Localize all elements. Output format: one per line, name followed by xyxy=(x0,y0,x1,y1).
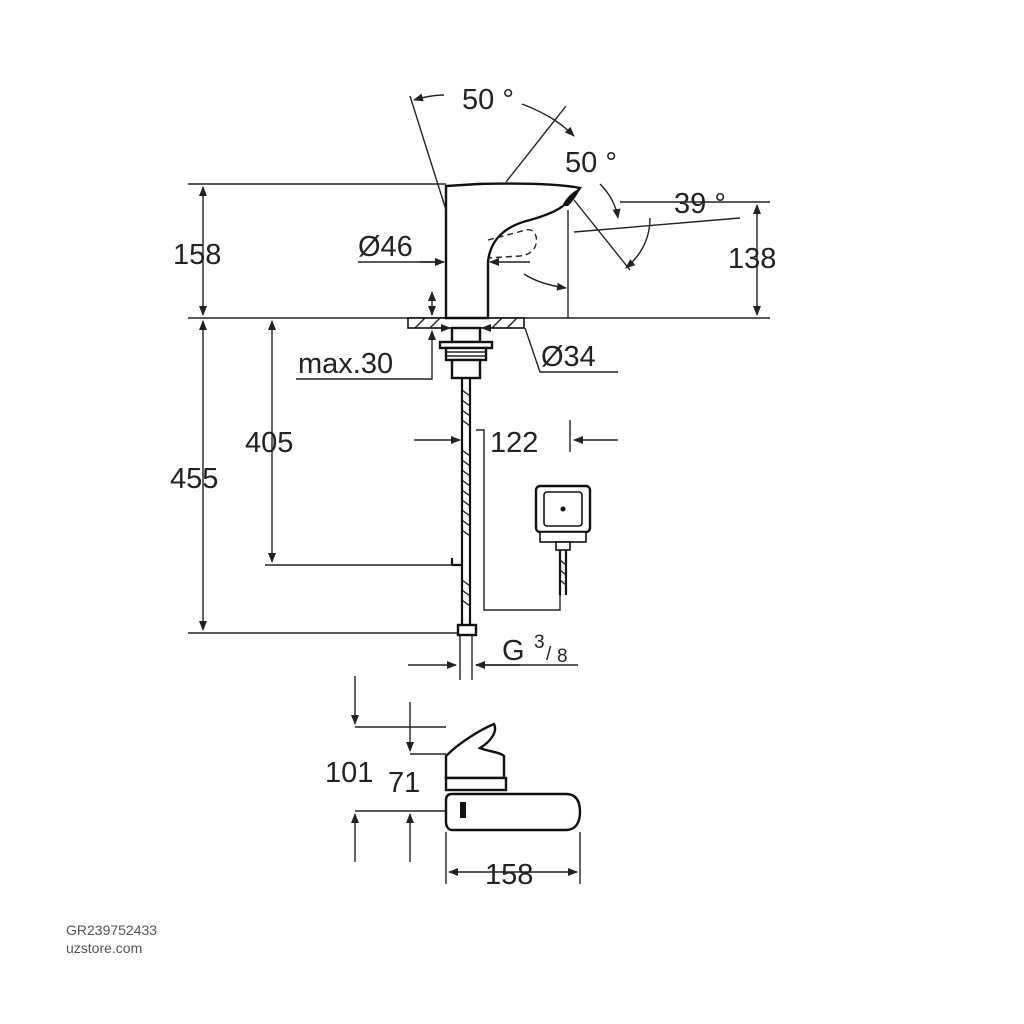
top-height-inner-label: 71 xyxy=(388,767,420,799)
diameter-base-label: Ø34 xyxy=(541,341,596,373)
thread-slash: / xyxy=(546,644,552,665)
top-height-outer-label: 101 xyxy=(325,757,373,789)
faucet-body xyxy=(444,182,582,320)
thread-numerator: 3 xyxy=(534,632,545,653)
supply-hose xyxy=(450,378,478,680)
sensor-window xyxy=(460,802,466,818)
height-left-label: 158 xyxy=(173,239,221,271)
spout-tip xyxy=(562,188,580,206)
top-view xyxy=(351,676,582,884)
rotated-spout-outline xyxy=(487,229,538,259)
diameter-body-label: Ø46 xyxy=(358,231,413,263)
lever-handle xyxy=(444,722,506,780)
angle-right-label: 50 ° xyxy=(565,147,617,179)
angle-top-label: 50 ° xyxy=(462,84,514,116)
counter-plate xyxy=(407,317,525,329)
max-thickness-label: max.30 xyxy=(298,348,393,380)
front-view xyxy=(188,93,770,680)
mounting-shank xyxy=(438,326,494,380)
total-length-label: 455 xyxy=(170,463,218,495)
sensor-cable xyxy=(476,429,561,611)
product-code: GR239752433 xyxy=(66,922,158,938)
height-right-label: 138 xyxy=(728,243,776,275)
thread-denominator: 8 xyxy=(557,646,568,667)
site-name: uzstore.com xyxy=(66,940,143,956)
control-box xyxy=(534,484,592,595)
box-offset-label: 122 xyxy=(490,427,538,459)
top-width-label: 158 xyxy=(485,859,533,891)
hose-length-label: 405 xyxy=(245,427,293,459)
thread-label: G xyxy=(502,635,525,667)
faucet-top-body xyxy=(444,776,508,792)
spout-top xyxy=(444,792,582,832)
angle-spout-label: 39 ° xyxy=(674,188,726,220)
